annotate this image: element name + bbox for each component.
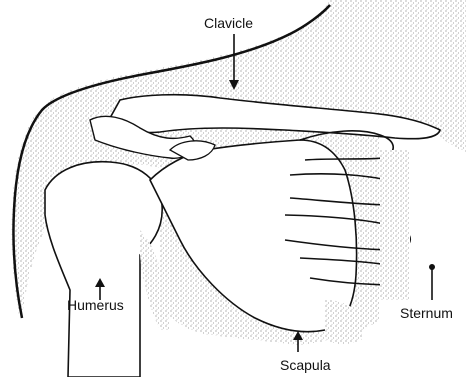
sternum-pointer	[429, 264, 435, 300]
scapula-label: Scapula	[280, 357, 331, 373]
humerus-label: Humerus	[67, 297, 124, 313]
sternum-label: Sternum	[400, 305, 453, 321]
sternum-tissue	[380, 150, 410, 300]
clavicle-label: Clavicle	[204, 15, 253, 31]
